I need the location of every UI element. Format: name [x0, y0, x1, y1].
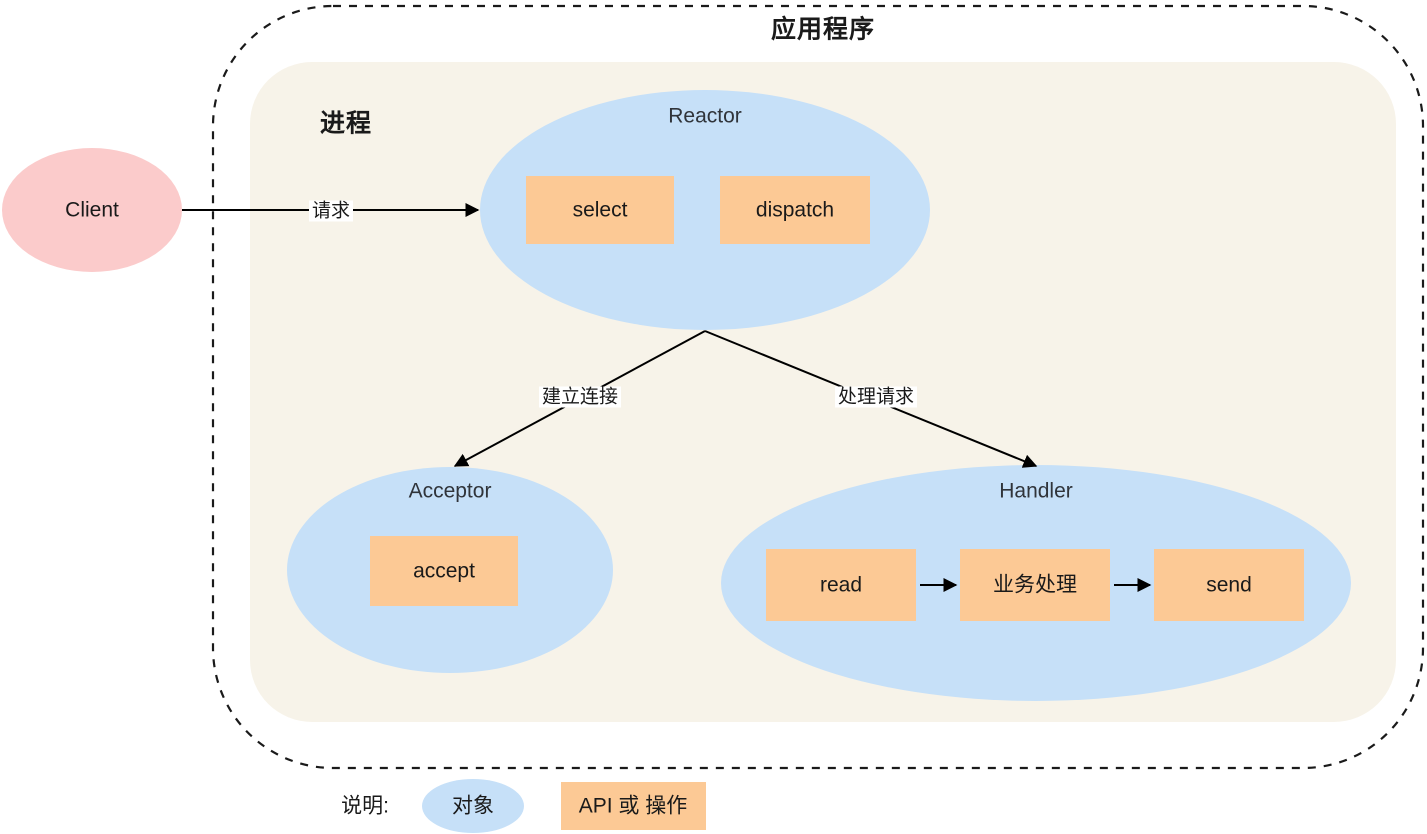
handler-op-box-read[interactable]: [766, 549, 916, 621]
edge-label-handle-request: 处理请求: [834, 386, 918, 408]
handler-op-box-send[interactable]: [1154, 549, 1304, 621]
reactor-ellipse[interactable]: [480, 90, 930, 330]
application-title: 应用程序: [770, 15, 876, 44]
reactor-title: Reactor: [668, 104, 742, 128]
handler-title: Handler: [999, 479, 1073, 503]
legend-object-ellipse: [422, 779, 524, 833]
legend-title: 说明:: [341, 794, 389, 818]
handler-op-box-business[interactable]: [960, 549, 1110, 621]
reactor-op-label-select: select: [572, 198, 628, 222]
acceptor-op-label-accept: accept: [413, 559, 475, 583]
handler-op-label-business: 业务处理: [993, 573, 1077, 597]
reactor-op-label-dispatch: dispatch: [755, 198, 835, 222]
reactor-op-box-select[interactable]: [526, 176, 674, 244]
edge-label-request: 请求: [308, 200, 354, 222]
handler-op-label-read: read: [819, 573, 863, 597]
legend-object-label: 对象: [452, 794, 494, 818]
process-title: 进程: [319, 109, 373, 138]
edge-label-establish-connection: 建立连接: [538, 386, 622, 408]
application-boundary: [211, 4, 1425, 770]
acceptor-title: Acceptor: [408, 479, 492, 503]
reactor-op-box-dispatch[interactable]: [720, 176, 870, 244]
handler-op-label-send: send: [1206, 573, 1252, 597]
legend-api-box: [561, 782, 706, 830]
client-label: Client: [65, 198, 119, 222]
legend-api-label: API 或 操作: [578, 794, 688, 818]
client-ellipse[interactable]: [2, 148, 182, 272]
acceptor-op-box-accept[interactable]: [370, 536, 518, 606]
